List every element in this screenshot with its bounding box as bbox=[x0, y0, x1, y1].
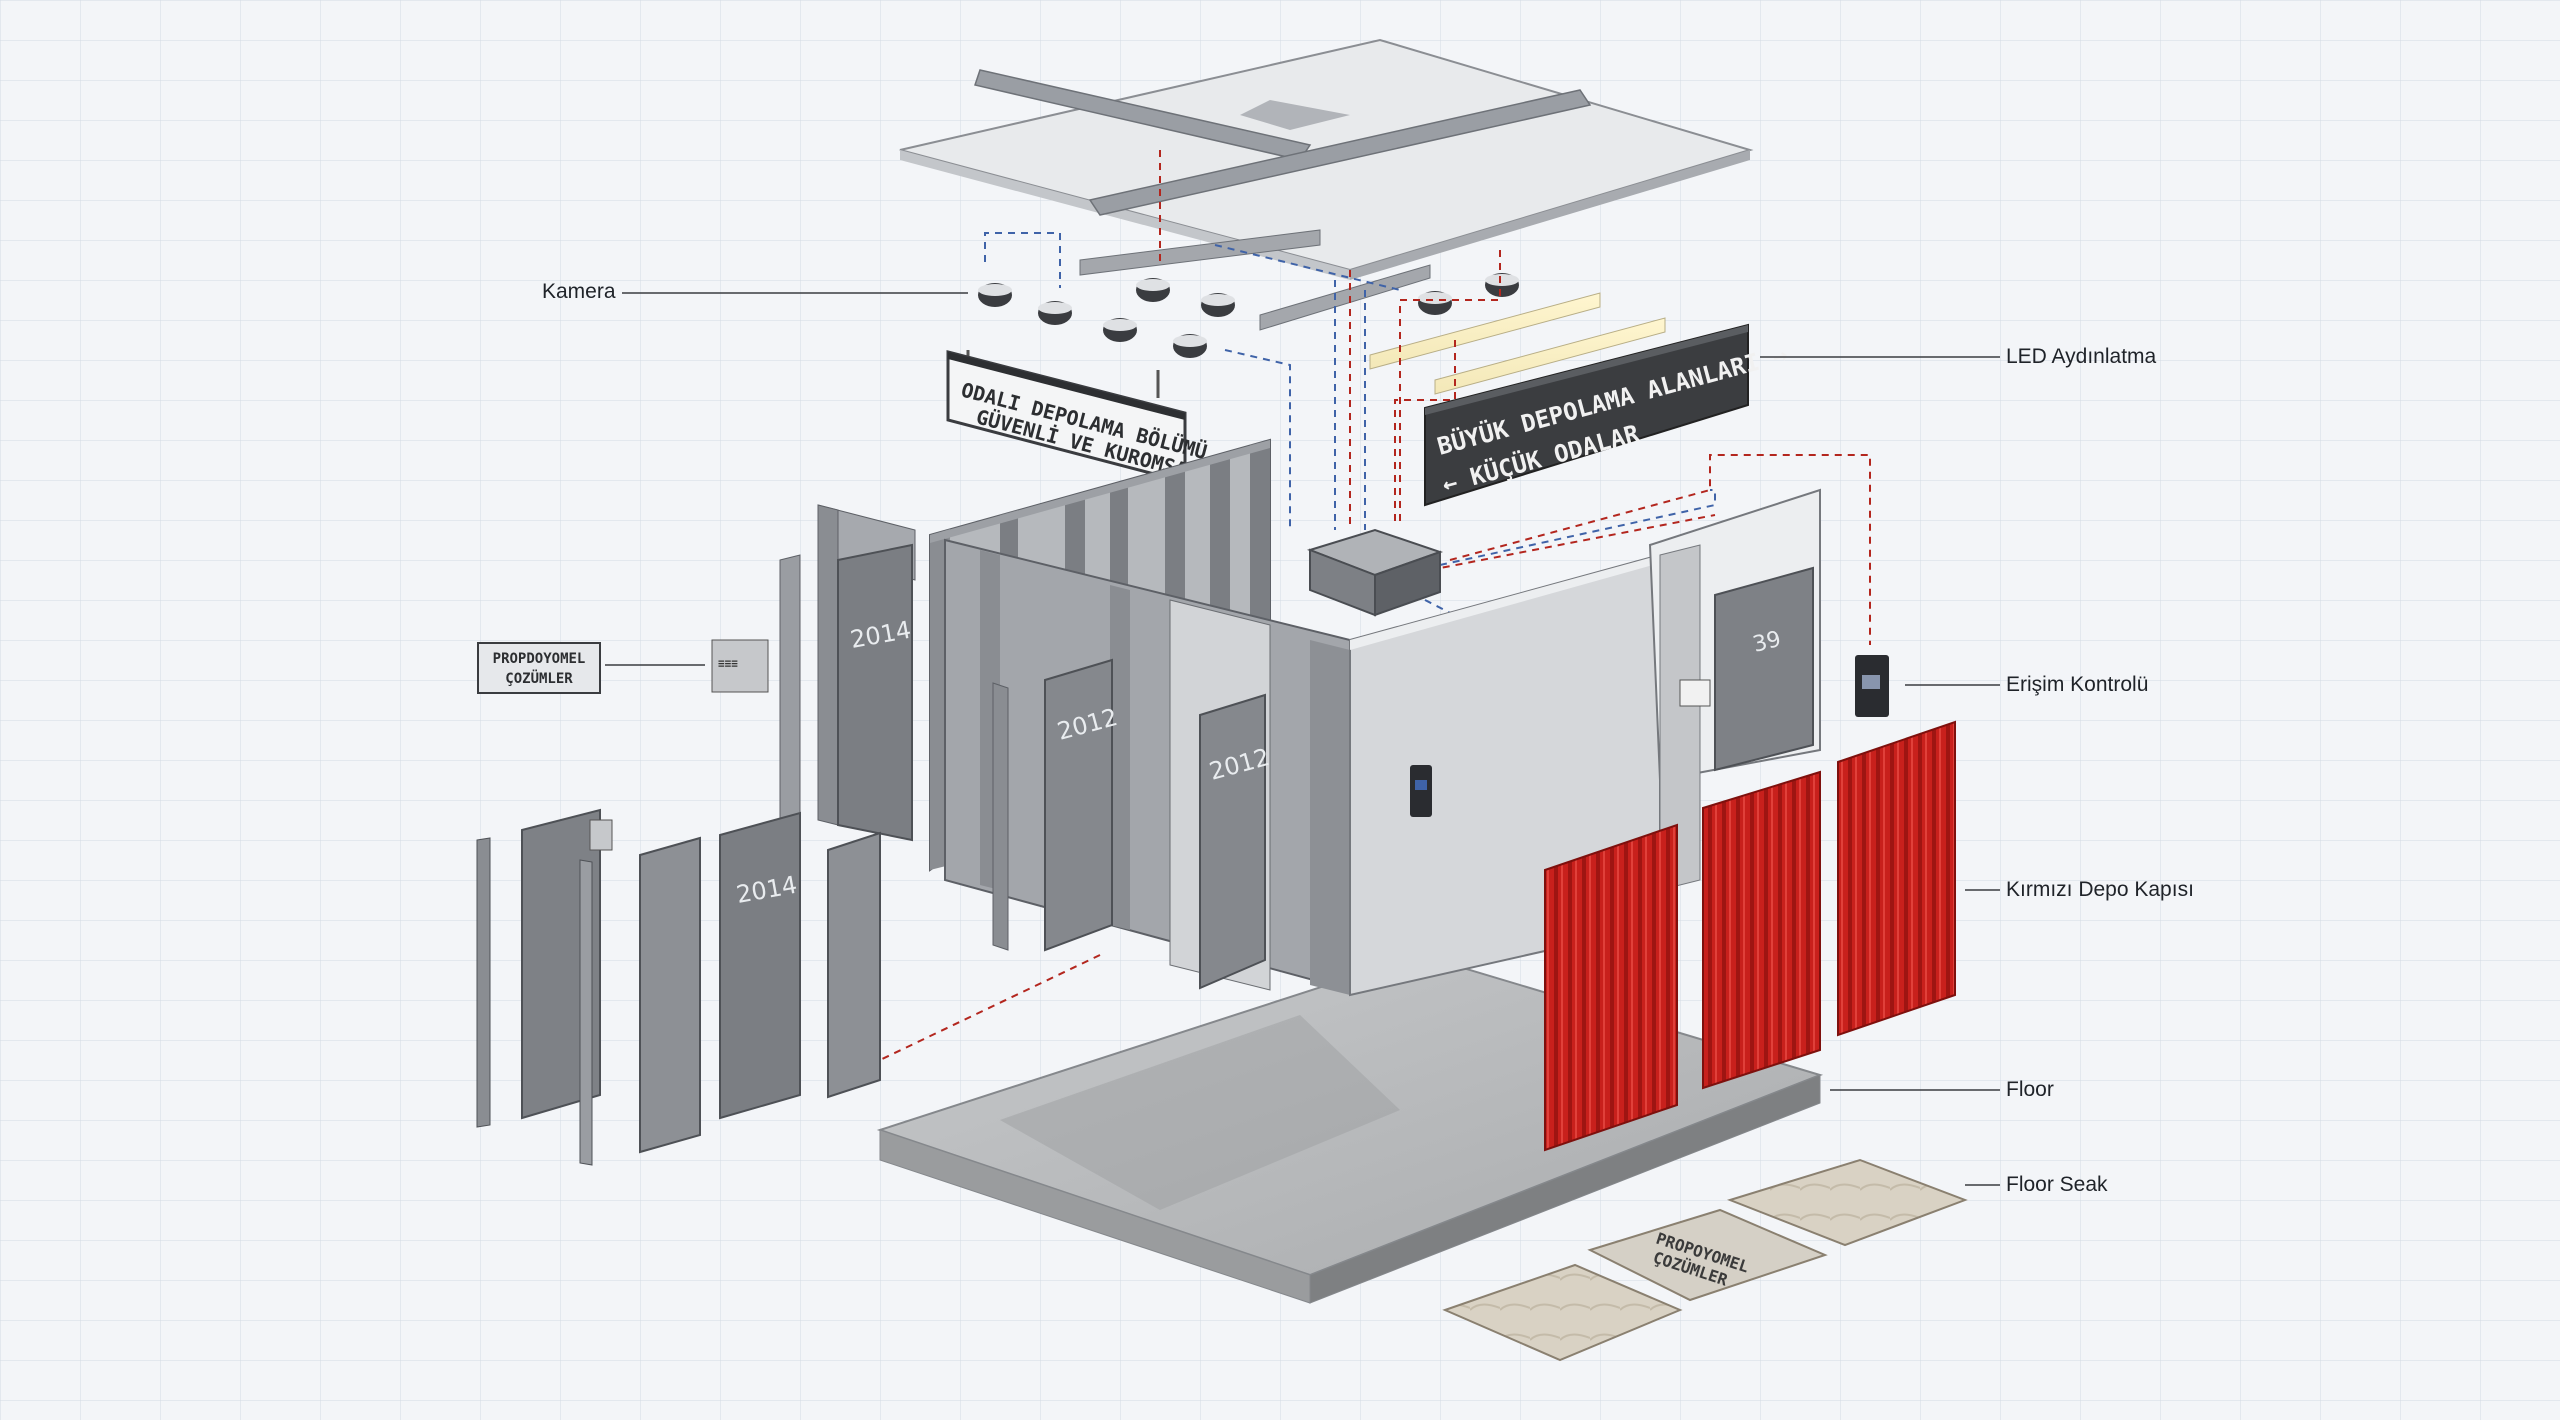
led-lighting bbox=[1369, 292, 1666, 395]
left-label-line1: PROPDOYOMEL bbox=[493, 651, 586, 667]
callout-floor: Floor bbox=[2006, 1078, 2054, 1101]
center-sign: ODALI DEPOLAMA BÖLÜMÜ GÜVENLİ VE KUROMSA… bbox=[946, 350, 1210, 485]
red-doors bbox=[1544, 720, 1956, 1152]
left-label-box: PROPDOYOMEL ÇOZÜMLER bbox=[477, 642, 601, 694]
dvr-box bbox=[1306, 528, 1444, 617]
small-plate-text: ≡≡≡ bbox=[718, 657, 738, 670]
callout-led-lighting: LED Aydınlatma bbox=[2006, 345, 2157, 368]
camera-icon bbox=[1418, 291, 1452, 315]
callout-floor-seak: Floor Seak bbox=[2006, 1173, 2108, 1196]
camera-icon bbox=[1485, 273, 1519, 297]
red-door bbox=[1702, 770, 1821, 1090]
red-door bbox=[1837, 720, 1956, 1037]
camera-icon bbox=[1201, 293, 1235, 317]
callout-access-control: Erişim Kontrolü bbox=[2006, 673, 2149, 696]
ceiling-assembly bbox=[899, 38, 1754, 331]
access-reader-icon bbox=[1410, 765, 1432, 817]
red-door bbox=[1544, 823, 1678, 1152]
frame-doors: 2014 2012 2012 bbox=[779, 504, 1273, 990]
camera-icon bbox=[1103, 318, 1137, 342]
ceiling-rail bbox=[1259, 264, 1431, 331]
camera-icon bbox=[978, 283, 1012, 307]
loose-parts: 2014 ≡≡≡ bbox=[476, 639, 881, 1166]
back-right-section: 39 bbox=[1648, 488, 1889, 891]
camera-icon bbox=[1038, 301, 1072, 325]
camera-icon bbox=[1136, 278, 1170, 302]
ceiling-beam bbox=[1088, 89, 1592, 216]
callout-red-door: Kırmızı Depo Kapısı bbox=[2006, 878, 2194, 901]
camera-icon bbox=[1173, 334, 1207, 358]
floor-tiles: PROPOYOMEL ÇOZÜMLER bbox=[1442, 1158, 1968, 1362]
left-label-line2: ÇOZÜMLER bbox=[505, 669, 573, 687]
callout-camera: Kamera bbox=[542, 280, 616, 303]
callout-leaders bbox=[605, 292, 2000, 1186]
